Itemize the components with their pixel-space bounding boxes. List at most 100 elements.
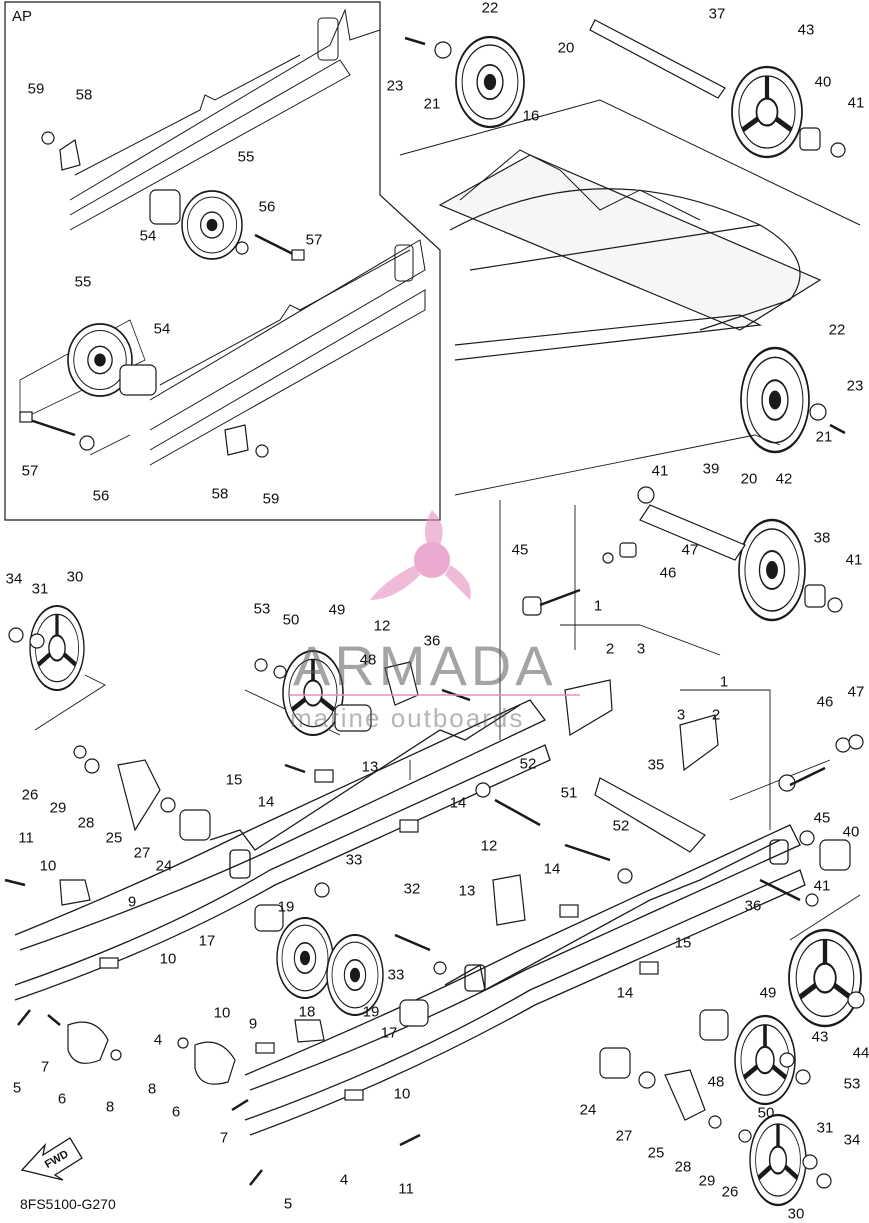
callout-25: 25 [647, 1144, 665, 1162]
shaft-37 [589, 19, 726, 99]
callout-41: 41 [845, 551, 863, 569]
inset-ap [4, 1, 441, 521]
callout-14: 14 [543, 860, 561, 878]
callout-12: 12 [480, 837, 498, 855]
callout-3: 3 [636, 640, 646, 658]
callout-3: 3 [676, 706, 686, 724]
callout-58: 58 [75, 86, 93, 104]
callout-42: 42 [775, 470, 793, 488]
callout-26: 26 [21, 786, 39, 804]
callout-36: 36 [744, 897, 762, 915]
callout-41: 41 [813, 877, 831, 895]
callout-6: 6 [57, 1090, 67, 1108]
callout-38: 38 [813, 529, 831, 547]
callout-58: 58 [211, 485, 229, 503]
callout-27: 27 [615, 1127, 633, 1145]
callout-56: 56 [92, 487, 110, 505]
callout-16: 16 [522, 107, 540, 125]
callout-39: 39 [702, 460, 720, 478]
callout-12: 12 [373, 617, 391, 635]
callout-13: 13 [458, 882, 476, 900]
callout-1: 1 [719, 673, 729, 691]
bolts [4, 688, 826, 1186]
callout-44: 44 [852, 1044, 869, 1062]
callout-34: 34 [5, 570, 23, 588]
callout-17: 17 [198, 932, 216, 950]
callout-33: 33 [387, 966, 405, 984]
callout-55: 55 [74, 273, 92, 291]
callout-10: 10 [393, 1085, 411, 1103]
watermark-brand: ARMADA [293, 634, 557, 697]
callout-10: 10 [159, 950, 177, 968]
callout-51: 51 [560, 784, 578, 802]
callout-59: 59 [262, 490, 280, 508]
callout-28: 28 [77, 814, 95, 832]
callout-48: 48 [707, 1073, 725, 1091]
callout-19: 19 [277, 898, 295, 916]
callout-20: 20 [740, 470, 758, 488]
callout-55: 55 [237, 148, 255, 166]
callout-11: 11 [398, 1180, 414, 1198]
callout-32: 32 [403, 880, 421, 898]
callout-24: 24 [579, 1101, 597, 1119]
inset-title: AP [12, 8, 33, 25]
callout-14: 14 [449, 794, 467, 812]
callout-54: 54 [139, 227, 157, 245]
callout-8: 8 [105, 1098, 115, 1116]
callout-45: 45 [813, 809, 831, 827]
callout-29: 29 [49, 799, 67, 817]
callout-52: 52 [612, 817, 630, 835]
callout-49: 49 [328, 601, 346, 619]
callout-23: 23 [386, 77, 404, 95]
callout-54: 54 [153, 320, 171, 338]
callout-10: 10 [39, 857, 57, 875]
callout-41: 41 [847, 94, 865, 112]
callout-36: 36 [423, 632, 441, 650]
callout-7: 7 [219, 1129, 229, 1147]
callout-25: 25 [105, 829, 123, 847]
callout-17: 17 [380, 1024, 398, 1042]
callout-19: 19 [362, 1003, 380, 1021]
bolt-57-upper [254, 233, 305, 261]
callout-15: 15 [674, 934, 692, 952]
watermark-tagline: marine outboards [290, 703, 525, 733]
callout-5: 5 [12, 1079, 22, 1097]
callout-40: 40 [842, 823, 860, 841]
track-16 [399, 99, 861, 361]
callout-7: 7 [40, 1058, 50, 1076]
diagram-code: 8FS5100-G270 [20, 1196, 116, 1212]
callout-30: 30 [66, 568, 84, 586]
callout-43: 43 [811, 1028, 829, 1046]
callout-35: 35 [647, 756, 665, 774]
callout-57: 57 [21, 462, 39, 480]
bolt-57-lower [19, 411, 76, 437]
callout-13: 13 [361, 758, 379, 776]
callout-4: 4 [153, 1031, 163, 1049]
callout-27: 27 [133, 844, 151, 862]
callout-28: 28 [674, 1158, 692, 1176]
callout-52: 52 [519, 755, 537, 773]
callout-50: 50 [757, 1104, 775, 1122]
callout-14: 14 [257, 793, 275, 811]
callout-31: 31 [31, 580, 49, 598]
callout-18: 18 [298, 1003, 316, 1021]
callout-46: 46 [659, 564, 677, 582]
callout-24: 24 [155, 857, 173, 875]
washers [8, 627, 865, 1189]
callout-45: 45 [511, 541, 529, 559]
callout-23: 23 [846, 377, 864, 395]
callout-37: 37 [708, 5, 726, 23]
callout-57: 57 [305, 231, 323, 249]
callout-46: 46 [816, 693, 834, 711]
callout-48: 48 [359, 651, 377, 669]
spacer-54-lower [119, 364, 157, 396]
shaft-35 [594, 777, 706, 853]
callout-53: 53 [843, 1075, 861, 1093]
callout-26: 26 [721, 1183, 739, 1201]
callout-9: 9 [248, 1015, 258, 1033]
callout-21: 21 [815, 428, 833, 446]
callout-2: 2 [605, 640, 615, 658]
callout-53: 53 [253, 600, 271, 618]
callout-15: 15 [225, 771, 243, 789]
